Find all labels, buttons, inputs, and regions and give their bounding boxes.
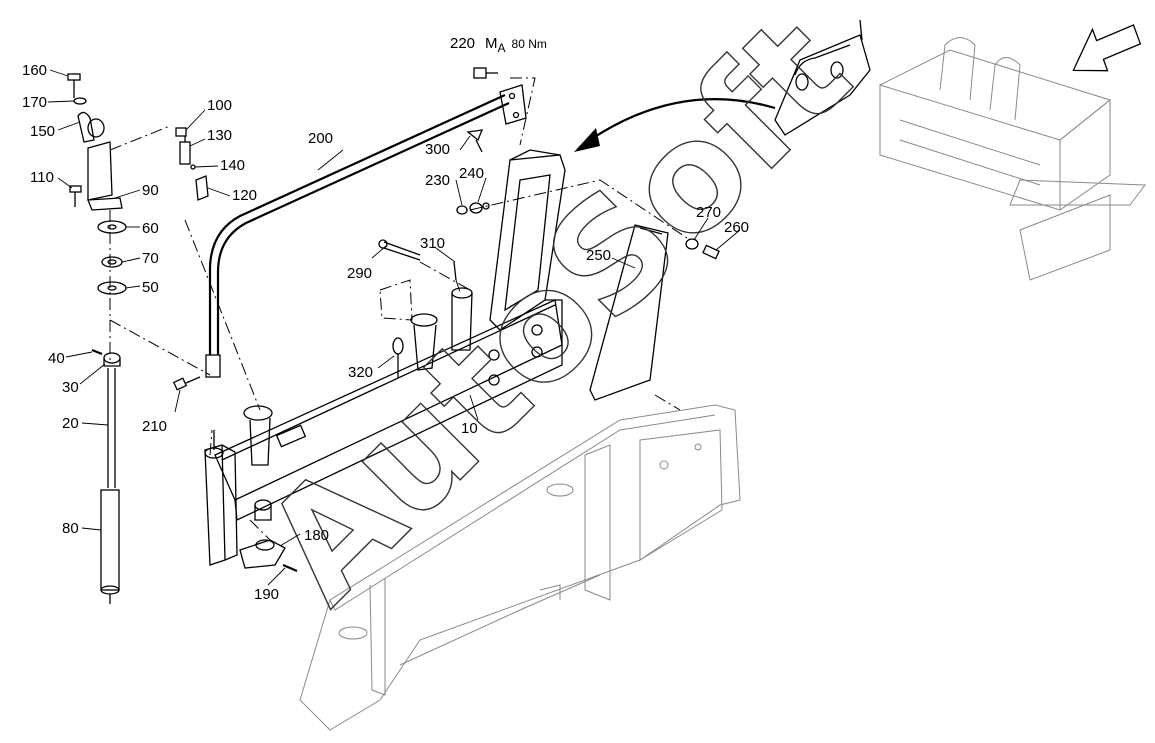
label-30: 30 <box>62 379 79 396</box>
label-300: 300 <box>425 141 450 158</box>
label-170: 170 <box>22 94 47 111</box>
cover-plate <box>589 224 669 401</box>
label-260: 260 <box>724 219 749 236</box>
side-plate-ghost <box>299 404 741 731</box>
label-130: 130 <box>207 127 232 144</box>
leader-lines <box>47 69 741 586</box>
watermark-text: AutoSoft <box>232 0 882 635</box>
arrow-icon <box>1072 24 1142 72</box>
label-70: 70 <box>142 250 159 267</box>
label-10: 10 <box>461 420 478 437</box>
part-labels: 160 170 150 110 90 60 70 50 40 30 20 80 … <box>22 35 749 603</box>
torque-value: 80 Nm <box>512 37 547 51</box>
label-270: 270 <box>696 204 721 221</box>
label-40: 40 <box>48 350 65 367</box>
handrail <box>205 84 527 378</box>
label-220: 220 <box>450 35 475 52</box>
label-80: 80 <box>62 520 79 537</box>
label-110: 110 <box>30 169 54 186</box>
torque-prefix: M <box>485 35 498 52</box>
label-140: 140 <box>220 157 245 174</box>
label-250: 250 <box>586 247 611 264</box>
label-150: 150 <box>30 123 55 140</box>
label-210: 210 <box>142 418 167 435</box>
label-230: 230 <box>425 172 450 189</box>
torque-sub: A <box>498 41 506 55</box>
label-190: 190 <box>254 586 279 603</box>
label-160: 160 <box>22 62 47 79</box>
label-310: 310 <box>420 235 445 252</box>
label-200: 200 <box>308 130 333 147</box>
label-20: 20 <box>62 415 79 432</box>
label-120: 120 <box>232 187 257 204</box>
assembly-lines <box>109 77 691 541</box>
main-frame <box>204 149 566 573</box>
label-50: 50 <box>142 279 159 296</box>
label-240: 240 <box>459 165 484 182</box>
label-90: 90 <box>142 182 159 199</box>
torque-note: MA 80 Nm <box>485 35 547 55</box>
curved-arrow-icon <box>574 98 776 152</box>
label-180: 180 <box>304 527 329 544</box>
label-320: 320 <box>348 364 373 381</box>
label-290: 290 <box>347 265 372 282</box>
overview-machine <box>774 19 1146 281</box>
label-60: 60 <box>142 220 159 237</box>
label-100: 100 <box>207 97 232 114</box>
